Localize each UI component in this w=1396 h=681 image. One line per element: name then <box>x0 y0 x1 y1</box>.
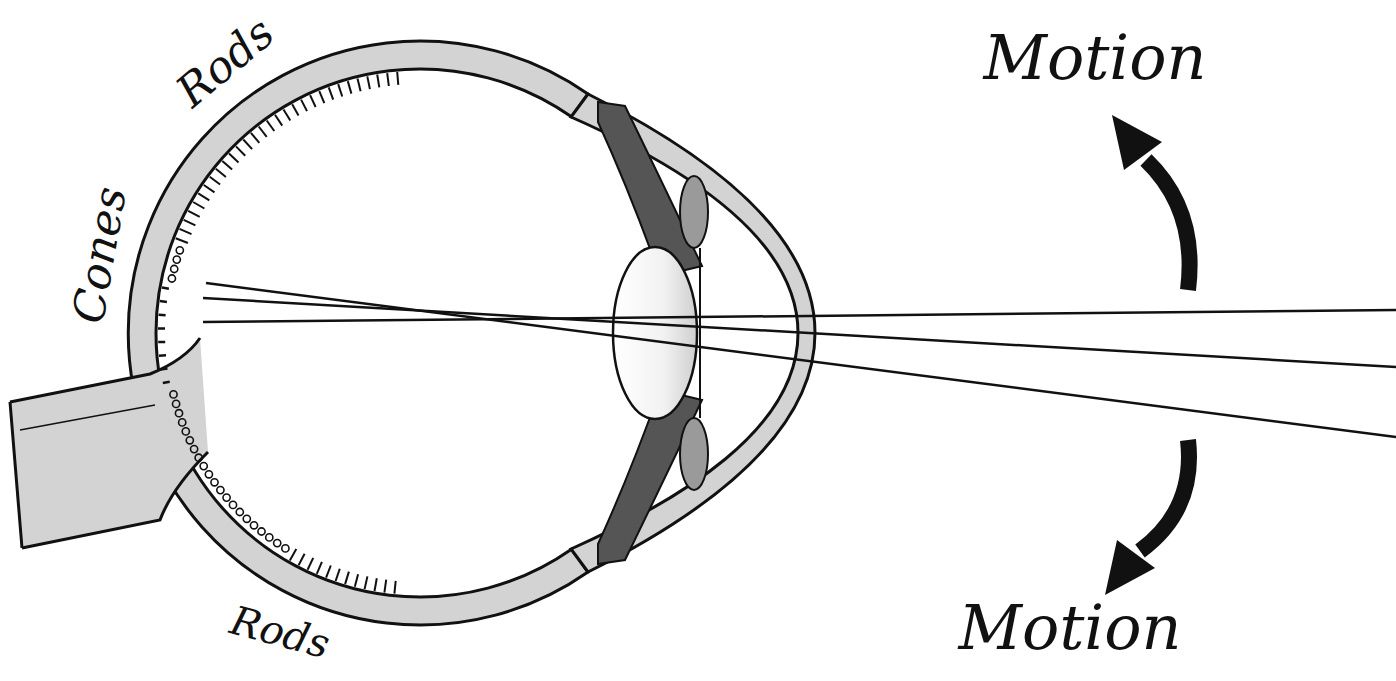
receptor-mark <box>367 76 370 89</box>
light-ray <box>206 283 1396 437</box>
receptor-mark <box>259 127 267 137</box>
receptor-mark <box>159 354 166 357</box>
receptor-mark <box>329 87 334 99</box>
motion-label: Motion <box>959 597 1182 659</box>
receptor-mark <box>229 154 239 163</box>
receptor-mark <box>205 471 212 478</box>
receptor-mark <box>299 554 305 566</box>
receptor-mark <box>282 545 289 552</box>
receptor-mark <box>326 566 331 578</box>
iris <box>680 418 708 490</box>
sclera <box>128 41 588 625</box>
receptor-mark <box>377 75 379 88</box>
optic-nerve-line <box>20 405 155 430</box>
light-ray <box>203 298 1396 367</box>
receptor-mark <box>397 72 398 85</box>
optic-nerve-end <box>10 402 22 548</box>
arrow-head <box>1105 540 1155 595</box>
receptor-mark <box>163 382 170 383</box>
receptor-mark <box>204 185 215 192</box>
receptor-mark <box>243 140 252 150</box>
receptor-mark <box>184 220 196 226</box>
receptor-mark <box>317 562 322 574</box>
iris <box>680 176 708 248</box>
receptor-mark <box>191 446 198 453</box>
receptor-mark <box>365 576 368 589</box>
cones-label: Cones <box>66 184 133 327</box>
receptor-mark <box>186 437 193 444</box>
receptor-mark <box>310 95 316 107</box>
receptor-mark <box>274 540 281 547</box>
optic-nerve <box>10 338 208 548</box>
motion-arrow <box>1146 160 1190 290</box>
receptor-mark <box>158 341 165 344</box>
receptor-mark <box>162 288 169 289</box>
receptor-mark <box>158 327 165 330</box>
receptor-mark <box>217 487 224 494</box>
receptor-mark <box>180 229 192 234</box>
pupil-line <box>699 248 701 418</box>
lens <box>613 247 697 419</box>
receptor-mark <box>159 313 166 316</box>
receptor-mark <box>384 580 386 593</box>
receptor-mark <box>258 528 265 535</box>
receptor-mark <box>243 515 250 522</box>
receptor-mark <box>200 463 207 470</box>
receptor-mark <box>308 558 314 570</box>
optic-nerve-edge <box>22 452 208 548</box>
receptor-mark <box>171 265 178 272</box>
receptor-mark <box>198 193 209 200</box>
receptor-mark <box>188 211 200 217</box>
receptor-mark <box>173 256 180 263</box>
cornea <box>571 94 815 572</box>
receptor-mark <box>251 133 259 143</box>
motion-arrow <box>1140 440 1189 551</box>
receptor-mark <box>210 177 220 185</box>
receptor-mark <box>275 115 282 126</box>
motion-label: Motion <box>984 27 1207 89</box>
receptor-mark <box>387 73 389 86</box>
receptor-mark <box>179 419 186 426</box>
receptor-mark <box>160 300 167 303</box>
receptor-mark <box>375 578 377 591</box>
receptor-mark <box>236 146 245 155</box>
receptor-mark <box>266 534 273 541</box>
receptor-mark <box>168 275 175 282</box>
receptor-mark <box>173 400 180 407</box>
receptor-mark <box>292 104 298 115</box>
receptor-mark <box>211 479 218 486</box>
receptor-mark <box>358 79 361 92</box>
receptor-mark <box>267 121 275 132</box>
arrow-head <box>1112 115 1162 170</box>
receptor-mark <box>336 569 340 581</box>
receptor-mark <box>345 572 349 585</box>
receptor-mark <box>348 81 352 94</box>
receptor-mark <box>236 508 243 515</box>
receptor-mark <box>229 501 236 508</box>
receptor-mark <box>284 109 291 120</box>
rods-label: Rods <box>226 600 333 665</box>
receptor-mark <box>176 238 188 243</box>
receptor-mark <box>355 574 358 587</box>
receptor-mark <box>222 161 232 170</box>
receptor-mark <box>223 494 230 501</box>
receptor-mark <box>176 247 183 254</box>
receptor-mark <box>195 454 202 461</box>
light-ray <box>203 310 1396 322</box>
receptor-mark <box>250 522 257 529</box>
receptor-mark <box>319 91 324 103</box>
receptor-mark <box>170 391 177 398</box>
retina-receptors <box>158 72 398 594</box>
receptor-mark <box>394 581 395 594</box>
receptor-mark <box>193 202 204 209</box>
receptor-mark <box>290 549 297 560</box>
receptor-mark <box>301 100 307 112</box>
receptor-mark <box>338 84 342 96</box>
optic-nerve-edge <box>10 338 200 402</box>
receptor-mark <box>175 410 182 417</box>
receptor-mark <box>216 169 226 177</box>
receptor-mark <box>161 369 168 370</box>
receptor-mark <box>182 428 189 435</box>
